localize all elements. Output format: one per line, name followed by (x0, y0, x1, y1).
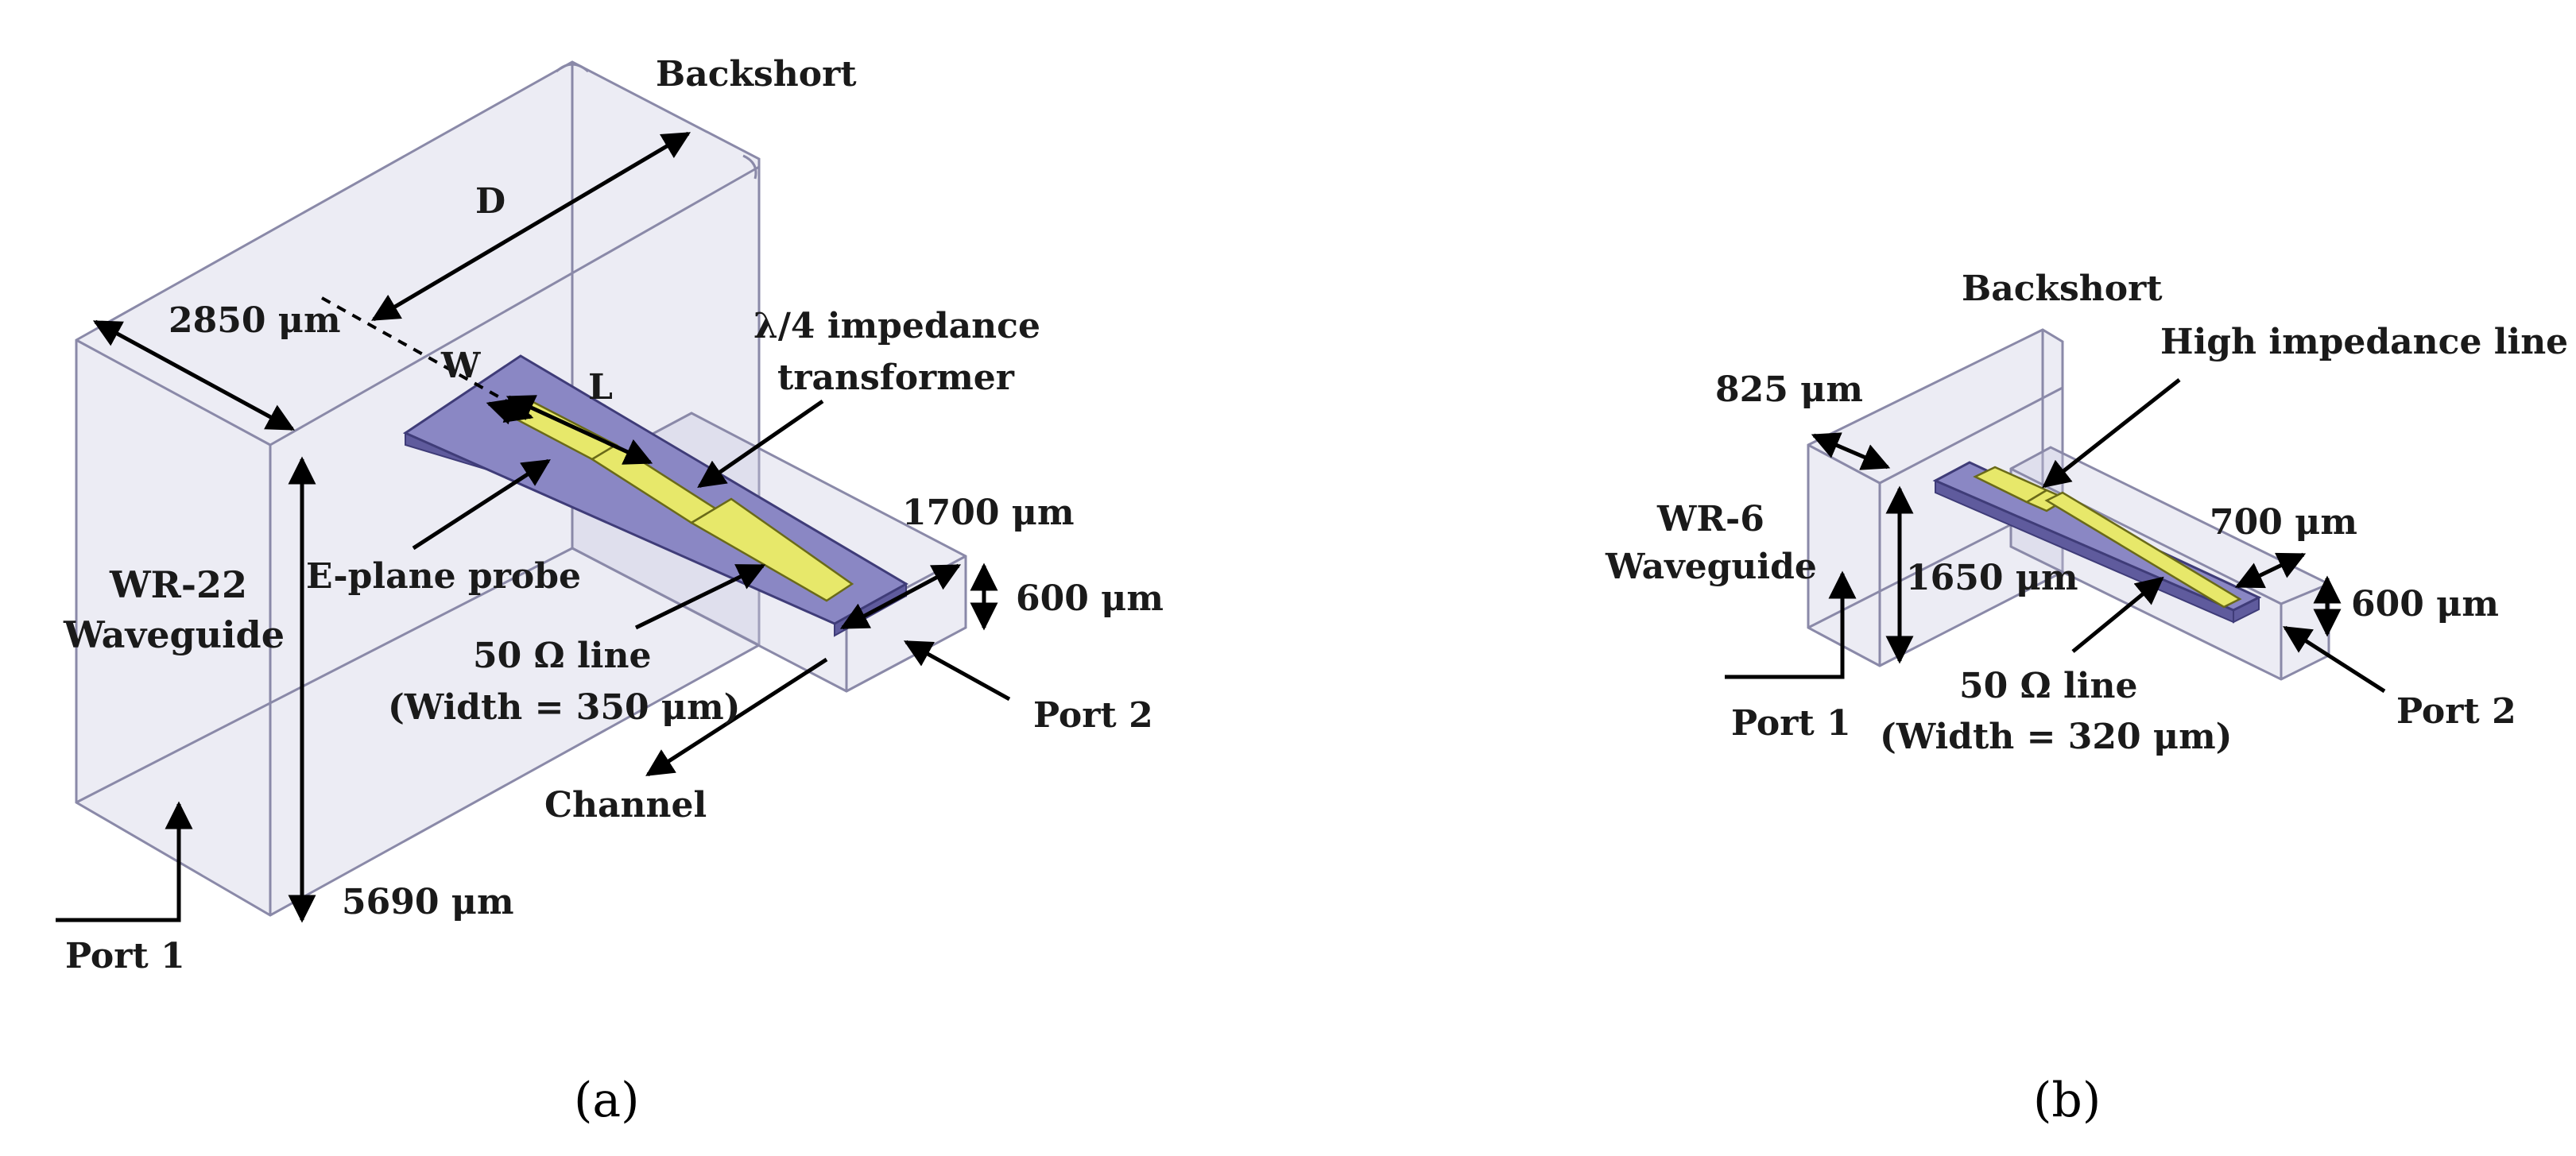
width-2850-label: 2850 μm (169, 300, 341, 341)
dim-700-label: 700 μm (2210, 502, 2357, 543)
port2-label: Port 2 (1033, 695, 1153, 736)
probe-dashed-line (321, 296, 517, 408)
wr22-label-line2: Waveguide (63, 613, 285, 656)
l-arrow (506, 395, 653, 465)
conductor-b (1973, 466, 2242, 609)
port2-b-label: Port 2 (2396, 691, 2516, 732)
line50-label-line1: 50 Ω line (473, 636, 651, 676)
dim-600-b-label: 600 μm (2351, 584, 2499, 624)
wr22-label-line1: WR-22 (109, 563, 247, 606)
panel-a-caption: (a) (574, 1073, 640, 1128)
dim-700-arrow (2234, 552, 2307, 589)
dim-1650-label: 1650 μm (1906, 558, 2078, 598)
panel-b: Backshort High impedance line 825 μm WR-… (1605, 269, 2568, 1128)
dim-825-arrow (1811, 432, 1891, 470)
port1-label: Port 1 (65, 936, 185, 976)
high-impedance-label: High impedance line (2160, 322, 2568, 362)
channel-leader (645, 657, 828, 777)
line50-b-label-line2: (Width = 320 μm) (1880, 717, 2233, 757)
port1-leader (56, 801, 193, 922)
channel-label: Channel (544, 785, 707, 825)
port1-b-label: Port 1 (1731, 703, 1851, 744)
l-label: L (588, 367, 613, 408)
port2-leader (903, 640, 1011, 702)
w-label: W (440, 346, 481, 386)
line50-label-line2: (Width = 350 μm) (388, 687, 741, 728)
d-label: D (475, 181, 506, 222)
high-impedance-leader (2042, 378, 2181, 489)
dim-1700-arrow (839, 563, 962, 630)
dim-600-label: 600 μm (1016, 578, 1164, 619)
line50-b-leader (2071, 576, 2164, 653)
line50-leader (634, 563, 766, 630)
d-arrow (370, 131, 691, 322)
dim-5690-label: 5690 μm (342, 882, 514, 922)
panel-b-caption: (b) (2033, 1073, 2101, 1128)
lambda-leader (697, 399, 824, 489)
port1-b-leader (1725, 570, 1857, 679)
line50-b-label-line1: 50 Ω line (1959, 666, 2137, 706)
lambda-label-line2: transformer (777, 358, 1015, 398)
lambda-label-line1: λ/4 impedance (753, 306, 1040, 346)
dim-825-label: 825 μm (1715, 369, 1863, 410)
eplane-leader (412, 458, 551, 551)
backshort-b-label: Backshort (1962, 269, 2163, 309)
wr6-label-line1: WR-6 (1656, 499, 1764, 539)
width-2850-arrow (92, 319, 296, 431)
panel-a: Backshort D 2850 μm W L λ/4 impedance tr… (56, 54, 1164, 1128)
wr6-label-line2: Waveguide (1605, 547, 1817, 587)
backshort-label: Backshort (656, 54, 857, 95)
port2-b-leader (2283, 625, 2386, 694)
eplane-probe-label: E-plane probe (306, 556, 581, 597)
dim-1700-label: 1700 μm (902, 493, 1075, 533)
